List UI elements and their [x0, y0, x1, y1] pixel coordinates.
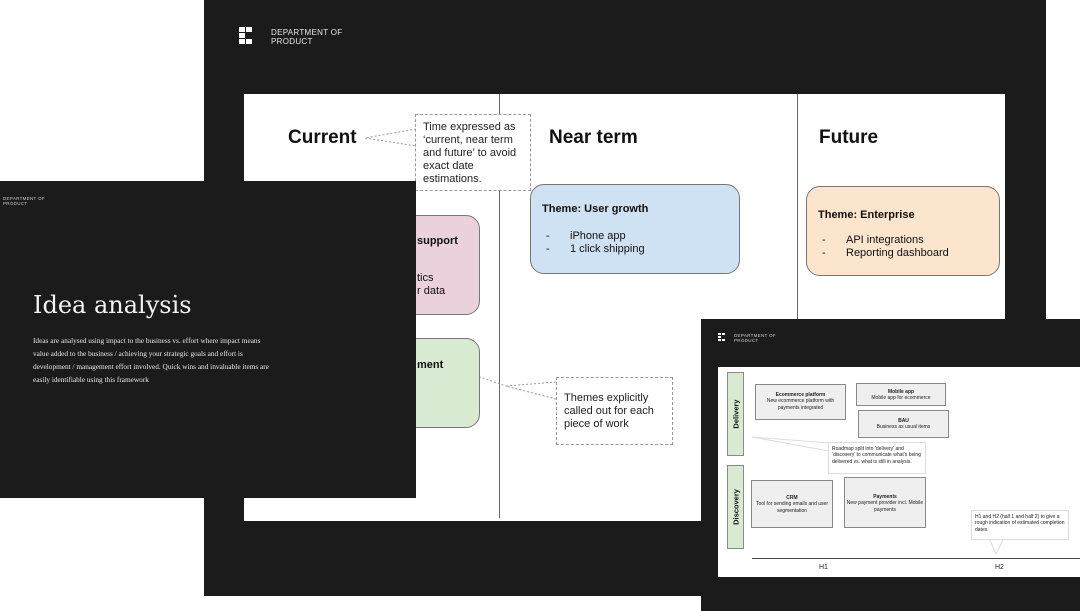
- lane-discovery: Discovery: [727, 465, 744, 549]
- theme-card-user-growth: Theme: User growth iPhone app 1 click sh…: [530, 184, 740, 274]
- card-desc: Mobile app for ecommerce: [871, 395, 931, 402]
- theme-item: iPhone app: [542, 230, 645, 243]
- note-roadmap-split: Roadmap split into ‘delivery’ and ‘disco…: [828, 442, 926, 474]
- brand-label: DEPARTMENT OF PRODUCT: [271, 28, 342, 46]
- card-mobile-app: Mobile app Mobile app for ecommerce: [856, 383, 946, 406]
- timeline-label-h1: H1: [819, 564, 828, 571]
- card-title: CRM: [786, 495, 798, 501]
- card-desc: Business as usual items: [876, 424, 931, 431]
- delivery-discovery-slide: DEPARTMENT OF PRODUCT Delivery Discovery…: [701, 319, 1080, 611]
- card-payments: Payments New payment provider incl. Mobi…: [844, 477, 926, 528]
- theme-title-fragment: support: [417, 235, 458, 247]
- theme-card-enterprise: Theme: Enterprise API integrations Repor…: [806, 186, 1000, 276]
- card-title: Ecommerce platform: [775, 392, 826, 398]
- column-title-near-term: Near term: [549, 127, 638, 148]
- column-title-future: Future: [819, 127, 879, 148]
- slide-title: Idea analysis: [33, 291, 192, 319]
- column-divider: [499, 94, 500, 518]
- swimlane-board: Delivery Discovery Ecommerce platform Ne…: [718, 367, 1080, 577]
- card-desc: New payment provider incl. Mobile paymen…: [846, 500, 924, 513]
- brand-line-2: PRODUCT: [734, 338, 759, 344]
- callout-time-expressed: Time expressed as ‘current, near term an…: [415, 114, 531, 191]
- note-connector: [751, 436, 1004, 556]
- card-title: Mobile app: [887, 389, 915, 395]
- lane-delivery: Delivery: [727, 372, 744, 456]
- brand-line-1: DEPARTMENT OF: [271, 28, 343, 37]
- card-title: BAU: [898, 418, 909, 424]
- theme-item-fragment: tics: [417, 272, 434, 284]
- theme-item-fragment: r data: [417, 285, 446, 297]
- brand-line-1: DEPARTMENT OF: [734, 333, 776, 338]
- theme-item: API integrations: [818, 234, 949, 247]
- brand-line-1: DEPARTMENT OF: [3, 196, 45, 201]
- theme-title: Theme: User growth: [542, 203, 649, 215]
- callout-themes: Themes explicitly called out for each pi…: [556, 377, 673, 445]
- card-desc: New ecommerce platform with payments int…: [766, 398, 835, 411]
- column-divider: [797, 94, 798, 518]
- brand-label: DEPARTMENT OF PRODUCT: [3, 196, 45, 206]
- note-h1-h2: H1 and H2 (half 1 and half 2) to give a …: [971, 510, 1069, 540]
- card-desc: Tool for sending emails and user segment…: [756, 501, 828, 514]
- department-logo-icon: [239, 27, 252, 44]
- card-crm: CRM Tool for sending emails and user seg…: [751, 480, 833, 528]
- timeline-axis: [752, 558, 1080, 559]
- brand-line-2: PRODUCT: [271, 37, 313, 47]
- brand-line-2: PRODUCT: [3, 201, 28, 207]
- theme-title: Theme: Enterprise: [818, 209, 915, 221]
- idea-analysis-slide: DEPARTMENT OF PRODUCT Idea analysis Idea…: [0, 181, 416, 498]
- brand-label: DEPARTMENT OF PRODUCT: [734, 333, 776, 343]
- department-logo-icon: [718, 333, 725, 341]
- column-title-current: Current: [288, 127, 357, 148]
- theme-item-list: iPhone app 1 click shipping: [542, 230, 645, 256]
- theme-item-list: API integrations Reporting dashboard: [818, 234, 949, 260]
- theme-item: 1 click shipping: [542, 243, 645, 256]
- timeline-label-h2: H2: [995, 564, 1004, 571]
- card-bau: BAU Business as usual items: [858, 410, 949, 438]
- card-ecommerce-platform: Ecommerce platform New ecommerce platfor…: [755, 384, 846, 420]
- card-title: Payments: [873, 494, 897, 500]
- slide-body-text: Ideas are analysed using impact to the b…: [33, 336, 269, 384]
- theme-item: Reporting dashboard: [818, 247, 949, 260]
- theme-title-fragment: ment: [417, 359, 444, 371]
